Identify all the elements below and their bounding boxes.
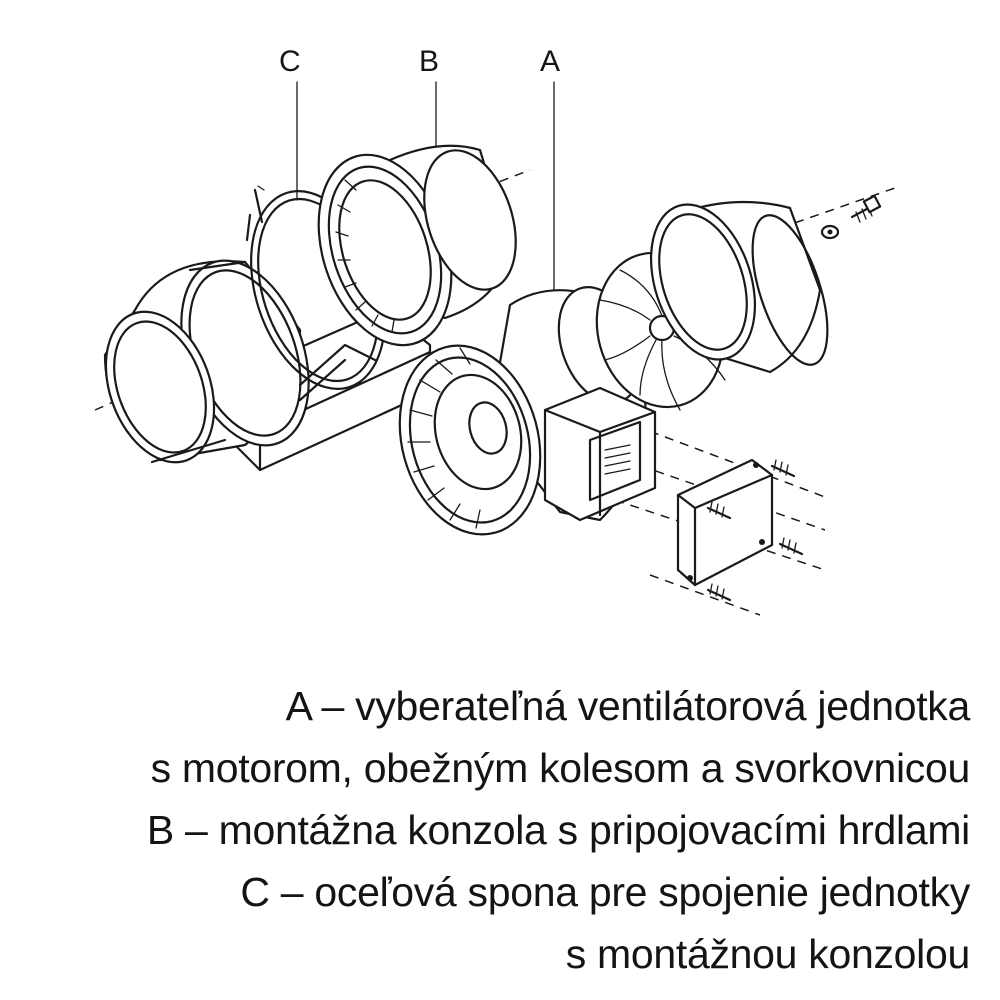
parts-legend: A – vyberateľná ventilátorová jednotka s… [10,675,970,985]
fastener-screw-washer [820,194,882,240]
terminal-box [543,386,657,522]
legend-line-c-continued: s montážnou konzolou [565,931,971,977]
exploded-fan-diagram: C B A [94,45,896,616]
part-label-c-group: C [279,45,301,201]
part-label-a-group: A [540,45,560,321]
legend-line-a: A – vyberateľná ventilátorová jednotka [285,683,971,729]
part-label-b: B [419,45,439,78]
part-label-b-group: B [419,45,439,149]
part-label-c: C [279,45,301,78]
legend-line-c: C – oceľová spona pre spojenie jednotky [240,869,970,915]
left-duct-collar [103,259,310,464]
right-duct-collar [317,144,517,347]
part-label-a: A [540,45,560,78]
bracket-clip [298,343,377,402]
cover-screws [706,459,804,602]
legend-line-b: B – montážna konzola s pripojovacími hrd… [146,807,970,853]
terminal-cover-plate [676,458,774,587]
rear-housing [649,200,829,374]
legend-line-a-continued: s motorom, obežným kolesom a svorkovnico… [150,745,971,791]
inlet-cone [398,344,542,536]
